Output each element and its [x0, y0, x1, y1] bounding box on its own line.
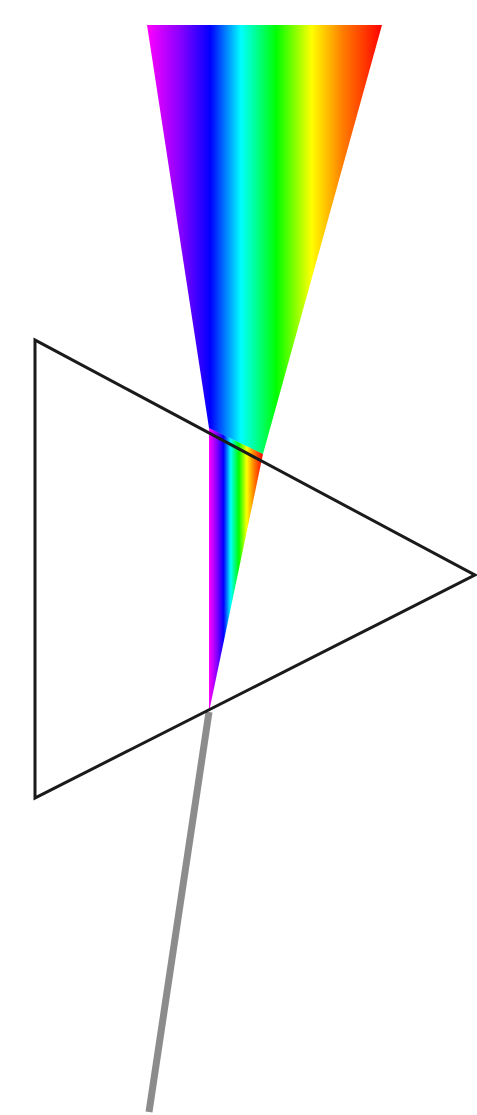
triangle-prism-icon [33, 337, 477, 801]
dispersed-spectrum [147, 25, 382, 454]
incident-beam [145, 711, 213, 1113]
refracted-fan-inside-prism [209, 428, 263, 712]
